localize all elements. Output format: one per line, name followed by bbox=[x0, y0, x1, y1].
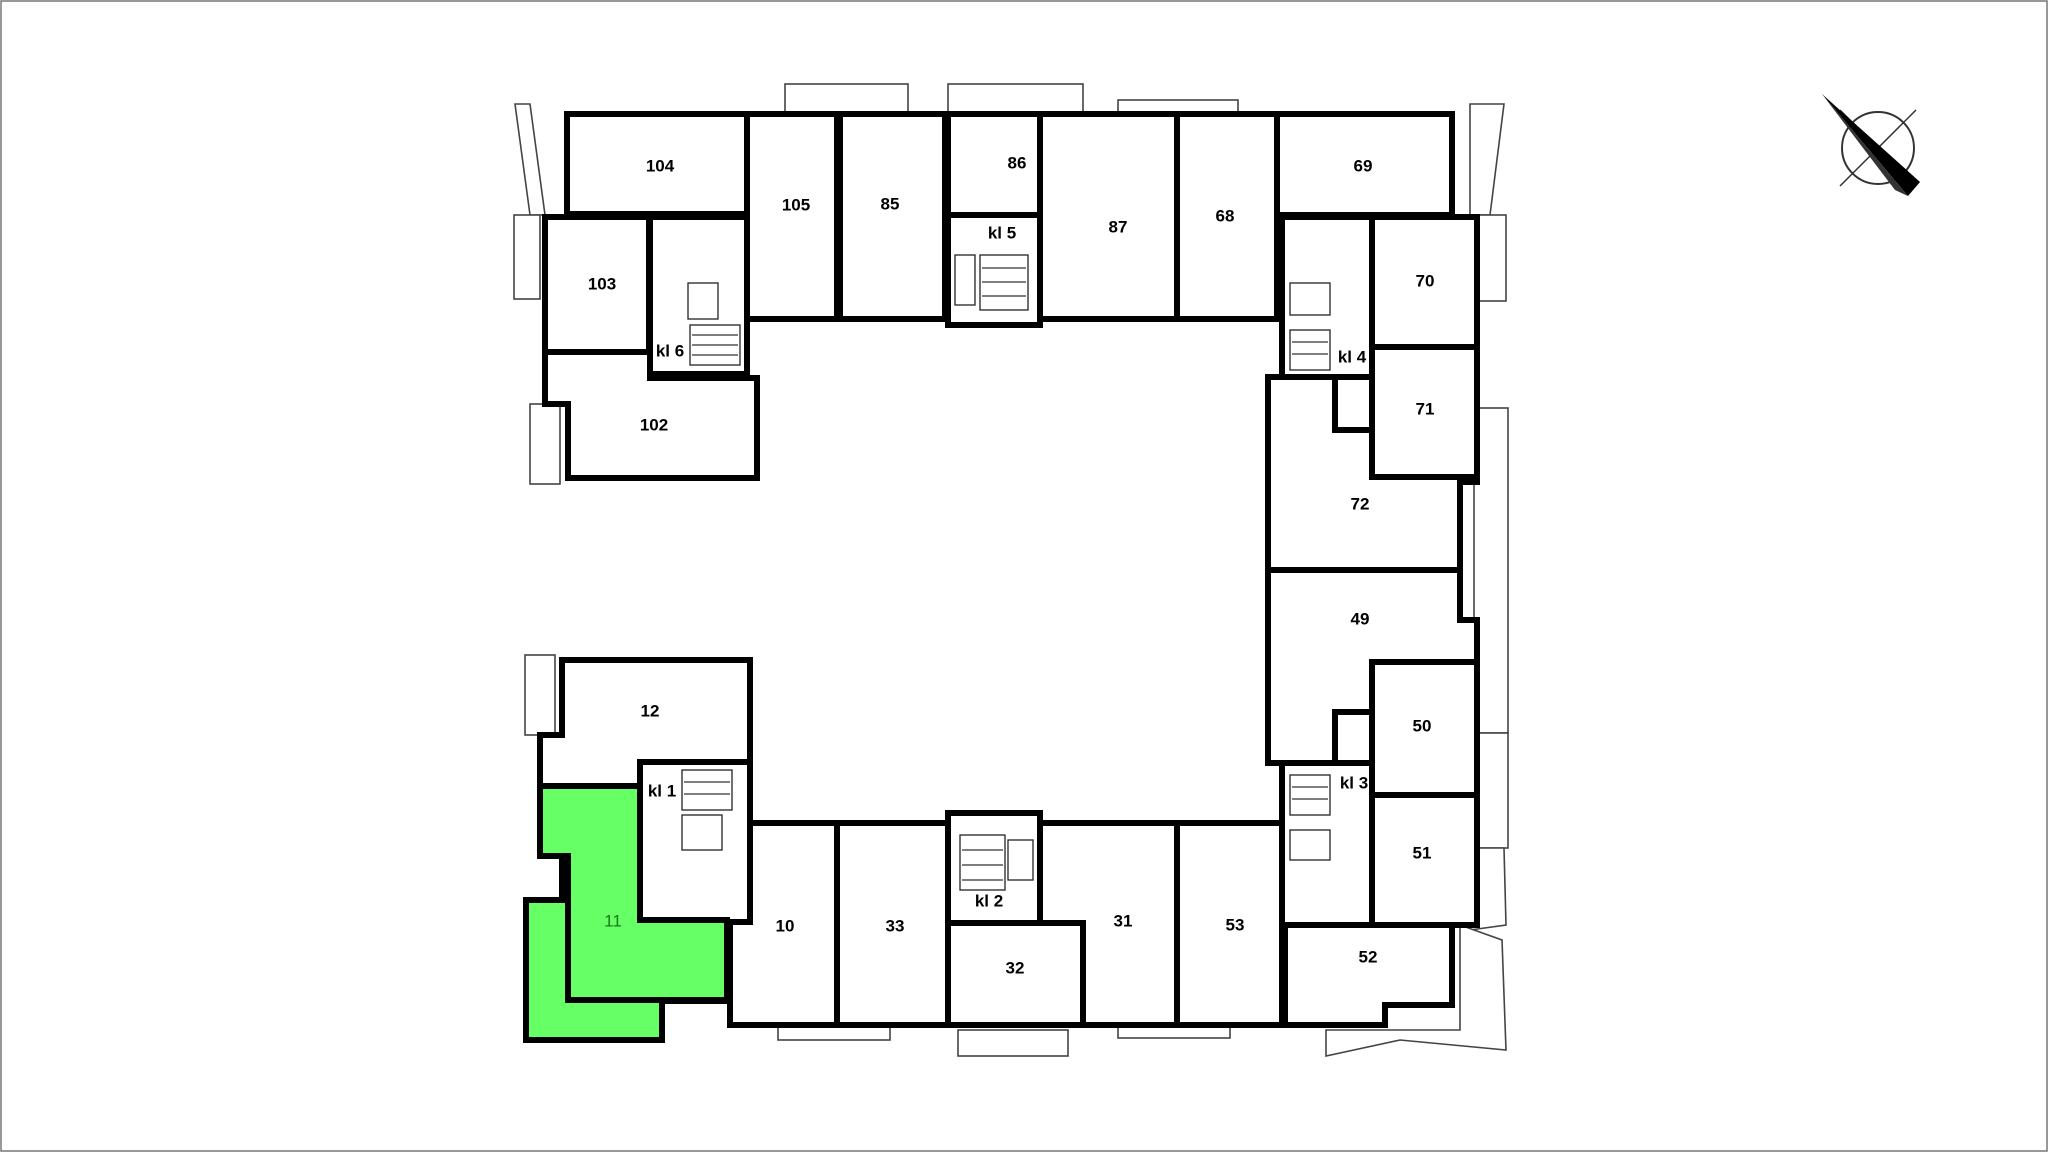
courtyard bbox=[757, 323, 1266, 813]
room-69 bbox=[1274, 111, 1455, 218]
stairs-2 bbox=[959, 834, 1034, 891]
room-105 bbox=[744, 111, 840, 322]
unit-label-49[interactable]: 49 bbox=[1351, 609, 1370, 628]
stairs-1 bbox=[681, 769, 733, 851]
stairwell-label-kl4: kl 4 bbox=[1338, 347, 1367, 366]
unit-label-86[interactable]: 86 bbox=[1008, 153, 1027, 172]
stairwell-details bbox=[681, 254, 1331, 891]
stairs-6 bbox=[687, 282, 741, 366]
room-87 bbox=[1037, 111, 1180, 322]
unit-labels: 104 105 85 86 87 68 69 103 102 70 71 72 49 50 51 52 53 31… bbox=[588, 153, 1435, 977]
unit-11-fill bbox=[529, 789, 724, 1037]
unit-label-102[interactable]: 102 bbox=[640, 415, 668, 434]
stairwell-label-kl5: kl 5 bbox=[988, 223, 1016, 242]
stairwell-label-kl3: kl 3 bbox=[1340, 773, 1368, 792]
room-52 bbox=[1282, 922, 1455, 1028]
unit-label-103[interactable]: 103 bbox=[588, 274, 616, 293]
unit-label-85[interactable]: 85 bbox=[881, 194, 900, 213]
unit-label-52[interactable]: 52 bbox=[1359, 947, 1378, 966]
unit-label-51[interactable]: 51 bbox=[1413, 843, 1432, 862]
room-50 bbox=[1369, 659, 1480, 798]
unit-label-31[interactable]: 31 bbox=[1114, 911, 1133, 930]
unit-label-50[interactable]: 50 bbox=[1413, 716, 1432, 735]
unit-label-32[interactable]: 32 bbox=[1006, 958, 1025, 977]
unit-label-53[interactable]: 53 bbox=[1226, 915, 1245, 934]
unit-label-69[interactable]: 69 bbox=[1354, 156, 1373, 175]
room-53 bbox=[1174, 820, 1285, 1028]
unit-label-72[interactable]: 72 bbox=[1351, 494, 1370, 513]
stairwell-label-kl1: kl 1 bbox=[648, 781, 676, 800]
unit-label-105[interactable]: 105 bbox=[782, 195, 810, 214]
stairwell-label-kl2: kl 2 bbox=[975, 891, 1003, 910]
room-104 bbox=[564, 111, 750, 217]
unit-label-11[interactable]: 11 bbox=[604, 911, 622, 930]
room-70 bbox=[1369, 214, 1480, 350]
room-68 bbox=[1174, 111, 1280, 322]
stairs-3 bbox=[1289, 774, 1331, 861]
room-85 bbox=[837, 111, 948, 322]
unit-label-68[interactable]: 68 bbox=[1216, 206, 1235, 225]
unit-label-104[interactable]: 104 bbox=[646, 156, 675, 175]
stairwell-label-kl6: kl 6 bbox=[656, 341, 684, 360]
north-arrow-icon bbox=[1822, 94, 1920, 196]
unit-label-10[interactable]: 10 bbox=[776, 916, 795, 935]
unit-label-71[interactable]: 71 bbox=[1416, 399, 1435, 418]
unit-label-70[interactable]: 70 bbox=[1416, 271, 1435, 290]
unit-label-87[interactable]: 87 bbox=[1109, 217, 1128, 236]
stairs-5 bbox=[954, 254, 1029, 311]
unit-label-33[interactable]: 33 bbox=[886, 916, 905, 935]
wall-segment bbox=[565, 853, 571, 1003]
stairs-4 bbox=[1289, 282, 1331, 371]
wall-segment bbox=[565, 997, 727, 1003]
unit-label-12[interactable]: 12 bbox=[641, 701, 660, 720]
room-33 bbox=[834, 820, 951, 1028]
